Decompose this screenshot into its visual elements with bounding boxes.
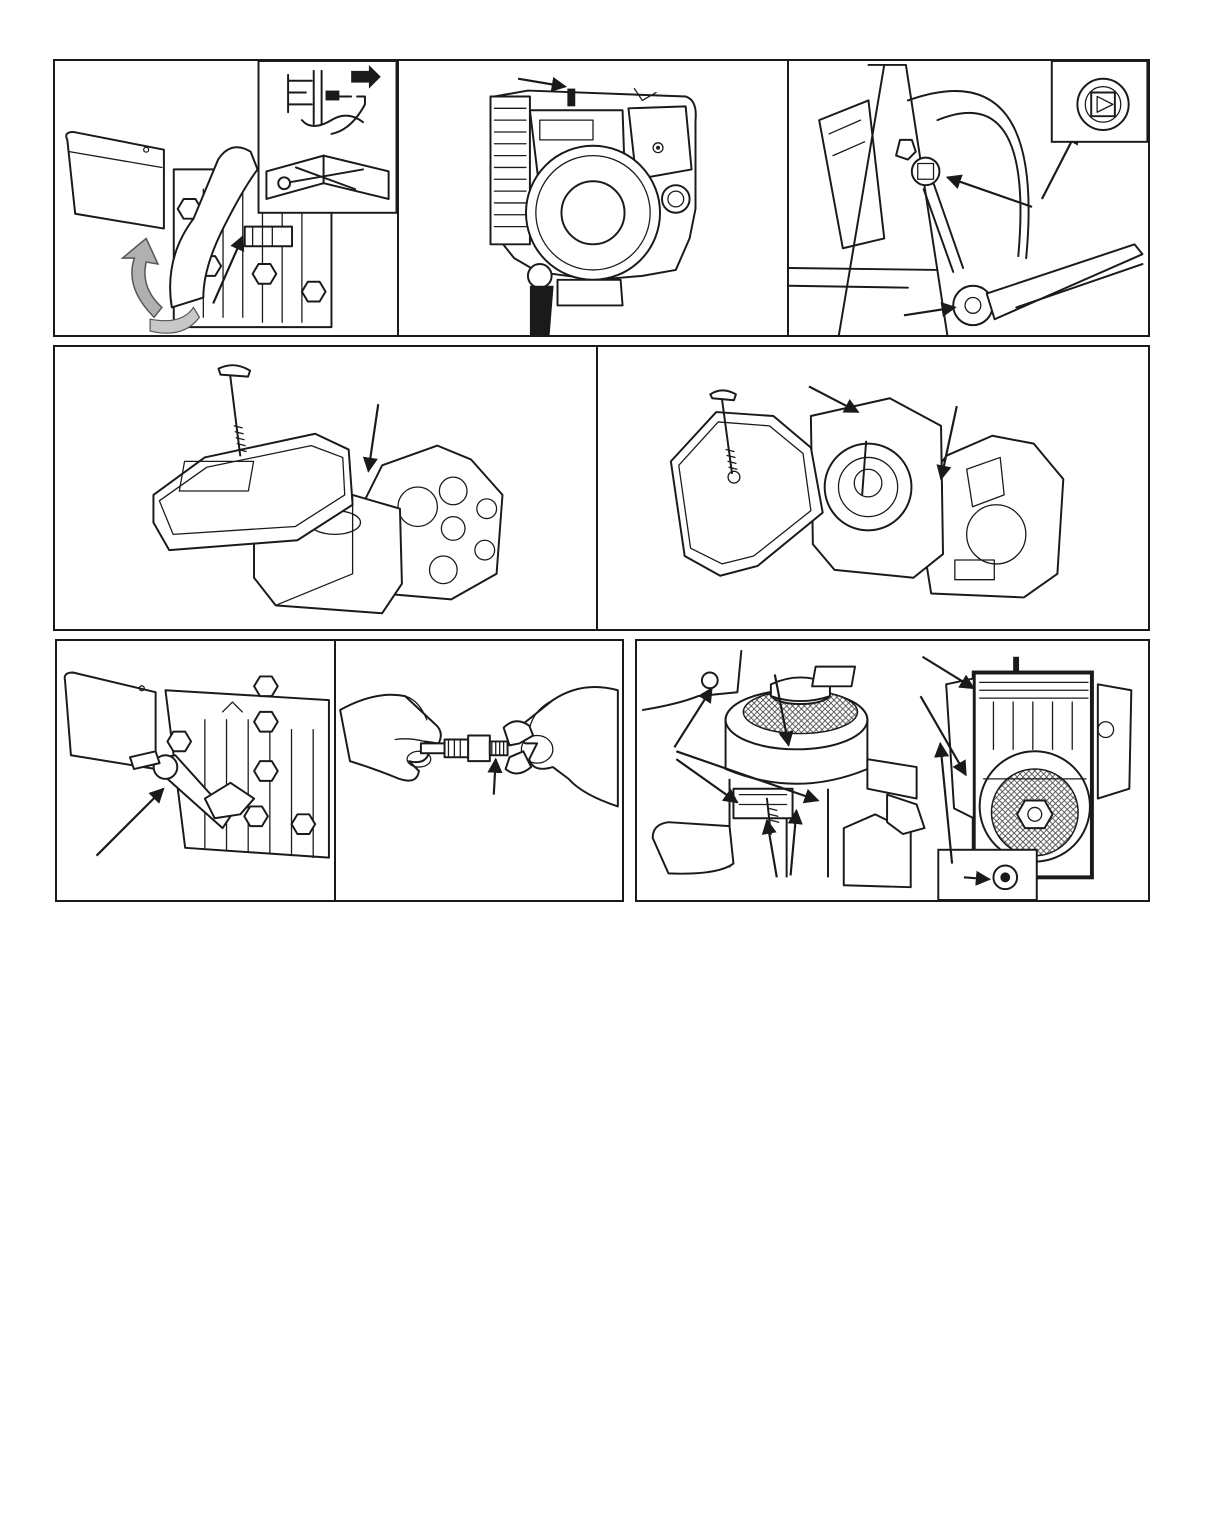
square-socket-icon (1077, 79, 1128, 130)
screw-icon (219, 365, 251, 455)
nut-inset (938, 850, 1036, 900)
hand-icon (340, 695, 441, 781)
cooling-cleaning-illustration (637, 641, 1148, 900)
panel-spark-plug-removal (55, 639, 336, 902)
panel-engine-front (397, 59, 789, 337)
panel-air-filter-pleated (596, 345, 1150, 631)
panel-drain-plug (787, 59, 1150, 337)
panel-air-filter-foam (53, 345, 598, 631)
panel-spark-plug-gap (334, 639, 624, 902)
engine-front-illustration (399, 61, 787, 335)
panel-spark-plug-wire (53, 59, 399, 337)
spark-plug-removal-illustration (57, 641, 334, 900)
air-filter-pleated-illustration (598, 347, 1148, 629)
spark-plug-wire-illustration (55, 61, 397, 335)
spark-plug-gap-illustration (336, 641, 622, 900)
hand-icon (520, 687, 618, 806)
curved-arrow-icon (123, 238, 162, 317)
drain-plug-illustration (789, 61, 1148, 335)
air-filter-foam-illustration (55, 347, 596, 629)
panel-cooling-cleaning (635, 639, 1150, 902)
